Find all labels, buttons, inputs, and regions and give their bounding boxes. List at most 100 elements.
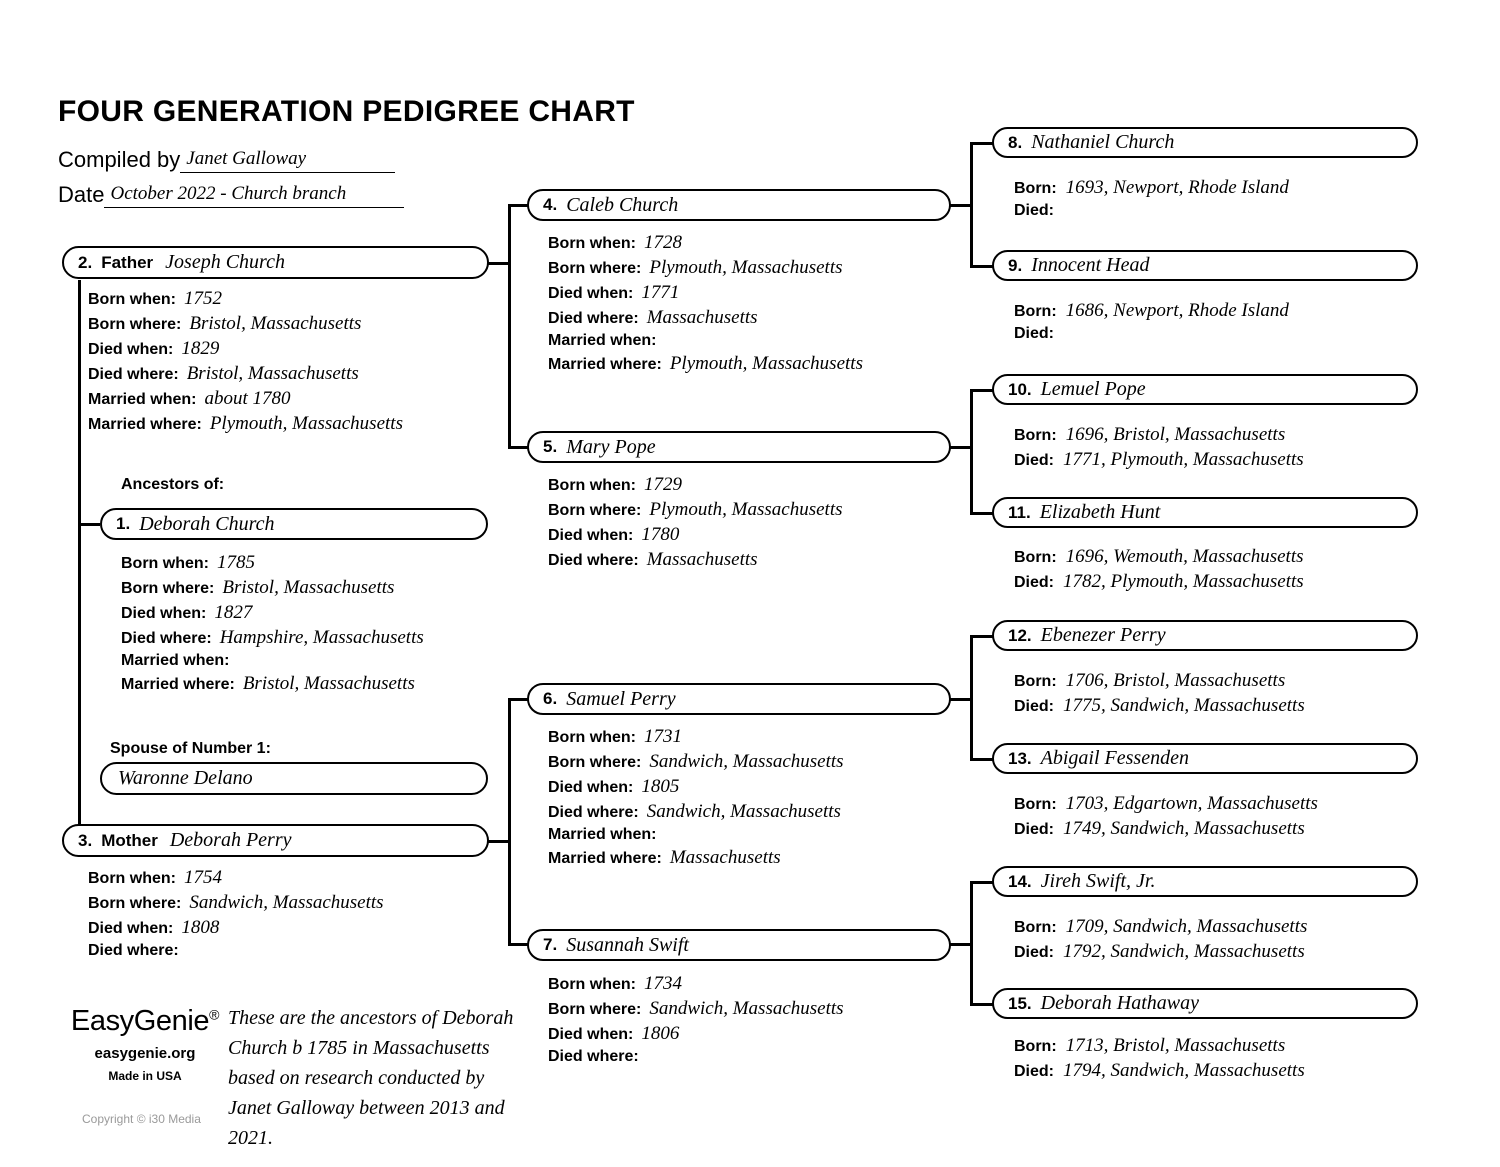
person-5-born-where[interactable]: Plymouth, Massachusetts [649,499,843,520]
compiled-by-input[interactable]: Janet Galloway [180,147,396,173]
detail-row: Born where:Plymouth, Massachusetts [548,257,863,279]
detail-row: Married when: [548,332,863,350]
person-5-name: Mary Pope [566,435,656,458]
person-box-8[interactable]: 8. Nathaniel Church [992,127,1418,158]
died-where-label: Died where: [88,366,179,383]
person-box-2[interactable]: 2. Father Joseph Church [62,246,489,279]
detail-row: Died:1794, Sandwich, Massachusetts [1014,1060,1305,1082]
person-box-13[interactable]: 13. Abigail Fessenden [992,743,1418,774]
person-box-10[interactable]: 10. Lemuel Pope [992,374,1418,405]
detail-row: Born where:Sandwich, Massachusetts [548,998,844,1020]
detail-row: Born:1696, Bristol, Massachusetts [1014,424,1304,446]
person-4-born-when[interactable]: 1728 [644,232,682,253]
married-where-label: Married where: [548,356,662,373]
connector-spine-7 [970,881,973,1005]
person-5-died-where[interactable]: Massachusetts [646,549,758,570]
died-when-label: Died when: [88,920,174,937]
person-box-14[interactable]: 14. Jireh Swift, Jr. [992,866,1418,897]
person-1-born-when[interactable]: 1785 [217,552,255,573]
person-1-died-where[interactable]: Hampshire, Massachusetts [219,627,424,648]
easygenie-branding: EasyGenie® easygenie.org Made in USA [60,1005,230,1083]
person-4-died-when[interactable]: 1771 [641,282,680,303]
registered-trademark-icon: ® [209,1006,220,1023]
person-14-born[interactable]: 1709, Sandwich, Massachusetts [1065,916,1308,937]
person-4-born-where[interactable]: Plymouth, Massachusetts [649,257,843,278]
brand-website[interactable]: easygenie.org [94,1045,196,1062]
married-when-label: Married when: [121,652,230,669]
detail-row: Born when:1731 [548,726,844,748]
person-2-born-where[interactable]: Bristol, Massachusetts [189,313,362,334]
person-box-11[interactable]: 11. Elizabeth Hunt [992,497,1418,528]
married-when-label: Married when: [548,332,657,349]
person-6-details: Born when:1731 Born where:Sandwich, Mass… [548,726,844,872]
person-box-3[interactable]: 3. Mother Deborah Perry [62,824,489,857]
person-11-born[interactable]: 1696, Wemouth, Massachusetts [1065,546,1304,567]
connector-in-7 [508,943,528,946]
person-2-married-where[interactable]: Plymouth, Massachusetts [209,413,403,434]
person-9-born[interactable]: 1686, Newport, Rhode Island [1065,300,1289,321]
person-15-born[interactable]: 1713, Bristol, Massachusetts [1065,1035,1286,1056]
person-5-died-when[interactable]: 1780 [641,524,680,545]
connector-in-9 [970,265,994,268]
person-2-married-when[interactable]: about 1780 [204,388,291,409]
person-3-died-when[interactable]: 1808 [181,917,220,938]
person-12-born[interactable]: 1706, Bristol, Massachusetts [1065,670,1286,691]
detail-row: Died where: [88,942,384,960]
person-13-died[interactable]: 1749, Sandwich, Massachusetts [1063,818,1305,839]
person-6-married-where[interactable]: Massachusetts [669,847,781,868]
person-14-died[interactable]: 1792, Sandwich, Massachusetts [1063,941,1305,962]
person-7-born-when[interactable]: 1734 [644,973,682,994]
connector-in-5 [508,446,528,449]
person-box-4[interactable]: 4. Caleb Church [527,189,951,221]
born-when-label: Born when: [88,870,176,887]
person-6-died-when[interactable]: 1805 [641,776,680,797]
connector-out-2 [488,262,510,265]
person-4-details: Born when:1728 Born where:Plymouth, Mass… [548,232,863,378]
person-box-5[interactable]: 5. Mary Pope [527,431,951,463]
died-when-label: Died when: [88,341,174,358]
date-input[interactable]: October 2022 - Church branch [104,182,405,208]
person-11-died[interactable]: 1782, Plymouth, Massachusetts [1063,571,1304,592]
died-where-label: Died where: [548,552,639,569]
detail-row: Died:1782, Plymouth, Massachusetts [1014,571,1304,593]
person-1-name: Deborah Church [139,512,275,535]
person-6-died-where[interactable]: Sandwich, Massachusetts [646,801,841,822]
person-3-born-where[interactable]: Sandwich, Massachusetts [189,892,384,913]
person-box-15[interactable]: 15. Deborah Hathaway [992,988,1418,1019]
born-label: Born: [1014,1038,1057,1055]
person-3-born-when[interactable]: 1754 [184,867,222,888]
detail-row: Died when:1805 [548,776,844,798]
person-13-born[interactable]: 1703, Edgartown, Massachusetts [1065,793,1318,814]
person-2-born-when[interactable]: 1752 [184,288,222,309]
person-1-died-when[interactable]: 1827 [214,602,253,623]
person-box-1[interactable]: 1. Deborah Church [100,508,488,540]
person-box-12[interactable]: 12. Ebenezer Perry [992,620,1418,651]
person-3-role: Mother [101,830,158,850]
died-label: Died: [1014,821,1054,838]
person-box-7[interactable]: 7. Susannah Swift [527,929,951,961]
person-10-born[interactable]: 1696, Bristol, Massachusetts [1065,424,1286,445]
person-8-born[interactable]: 1693, Newport, Rhode Island [1065,177,1289,198]
person-box-9[interactable]: 9. Innocent Head [992,250,1418,281]
detail-row: Born where:Sandwich, Massachusetts [88,892,384,914]
person-4-died-where[interactable]: Massachusetts [646,307,758,328]
person-8-number: 8. [1008,132,1023,152]
person-6-born-where[interactable]: Sandwich, Massachusetts [649,751,844,772]
person-12-died[interactable]: 1775, Sandwich, Massachusetts [1063,695,1305,716]
person-2-died-where[interactable]: Bristol, Massachusetts [186,363,359,384]
detail-row: Died where: [548,1048,844,1066]
person-10-died[interactable]: 1771, Plymouth, Massachusetts [1063,449,1304,470]
person-1-born-where[interactable]: Bristol, Massachusetts [222,577,395,598]
married-where-label: Married where: [88,416,202,433]
person-2-died-when[interactable]: 1829 [181,338,220,359]
spouse-box[interactable]: Waronne Delano [100,762,488,795]
person-1-married-where[interactable]: Bristol, Massachusetts [242,673,415,694]
person-5-born-when[interactable]: 1729 [644,474,682,495]
person-7-died-when[interactable]: 1806 [641,1023,680,1044]
person-box-6[interactable]: 6. Samuel Perry [527,683,951,715]
person-4-married-where[interactable]: Plymouth, Massachusetts [669,353,863,374]
person-6-born-when[interactable]: 1731 [644,726,682,747]
detail-row: Died where:Sandwich, Massachusetts [548,801,844,823]
person-15-died[interactable]: 1794, Sandwich, Massachusetts [1063,1060,1305,1081]
person-7-born-where[interactable]: Sandwich, Massachusetts [649,998,844,1019]
